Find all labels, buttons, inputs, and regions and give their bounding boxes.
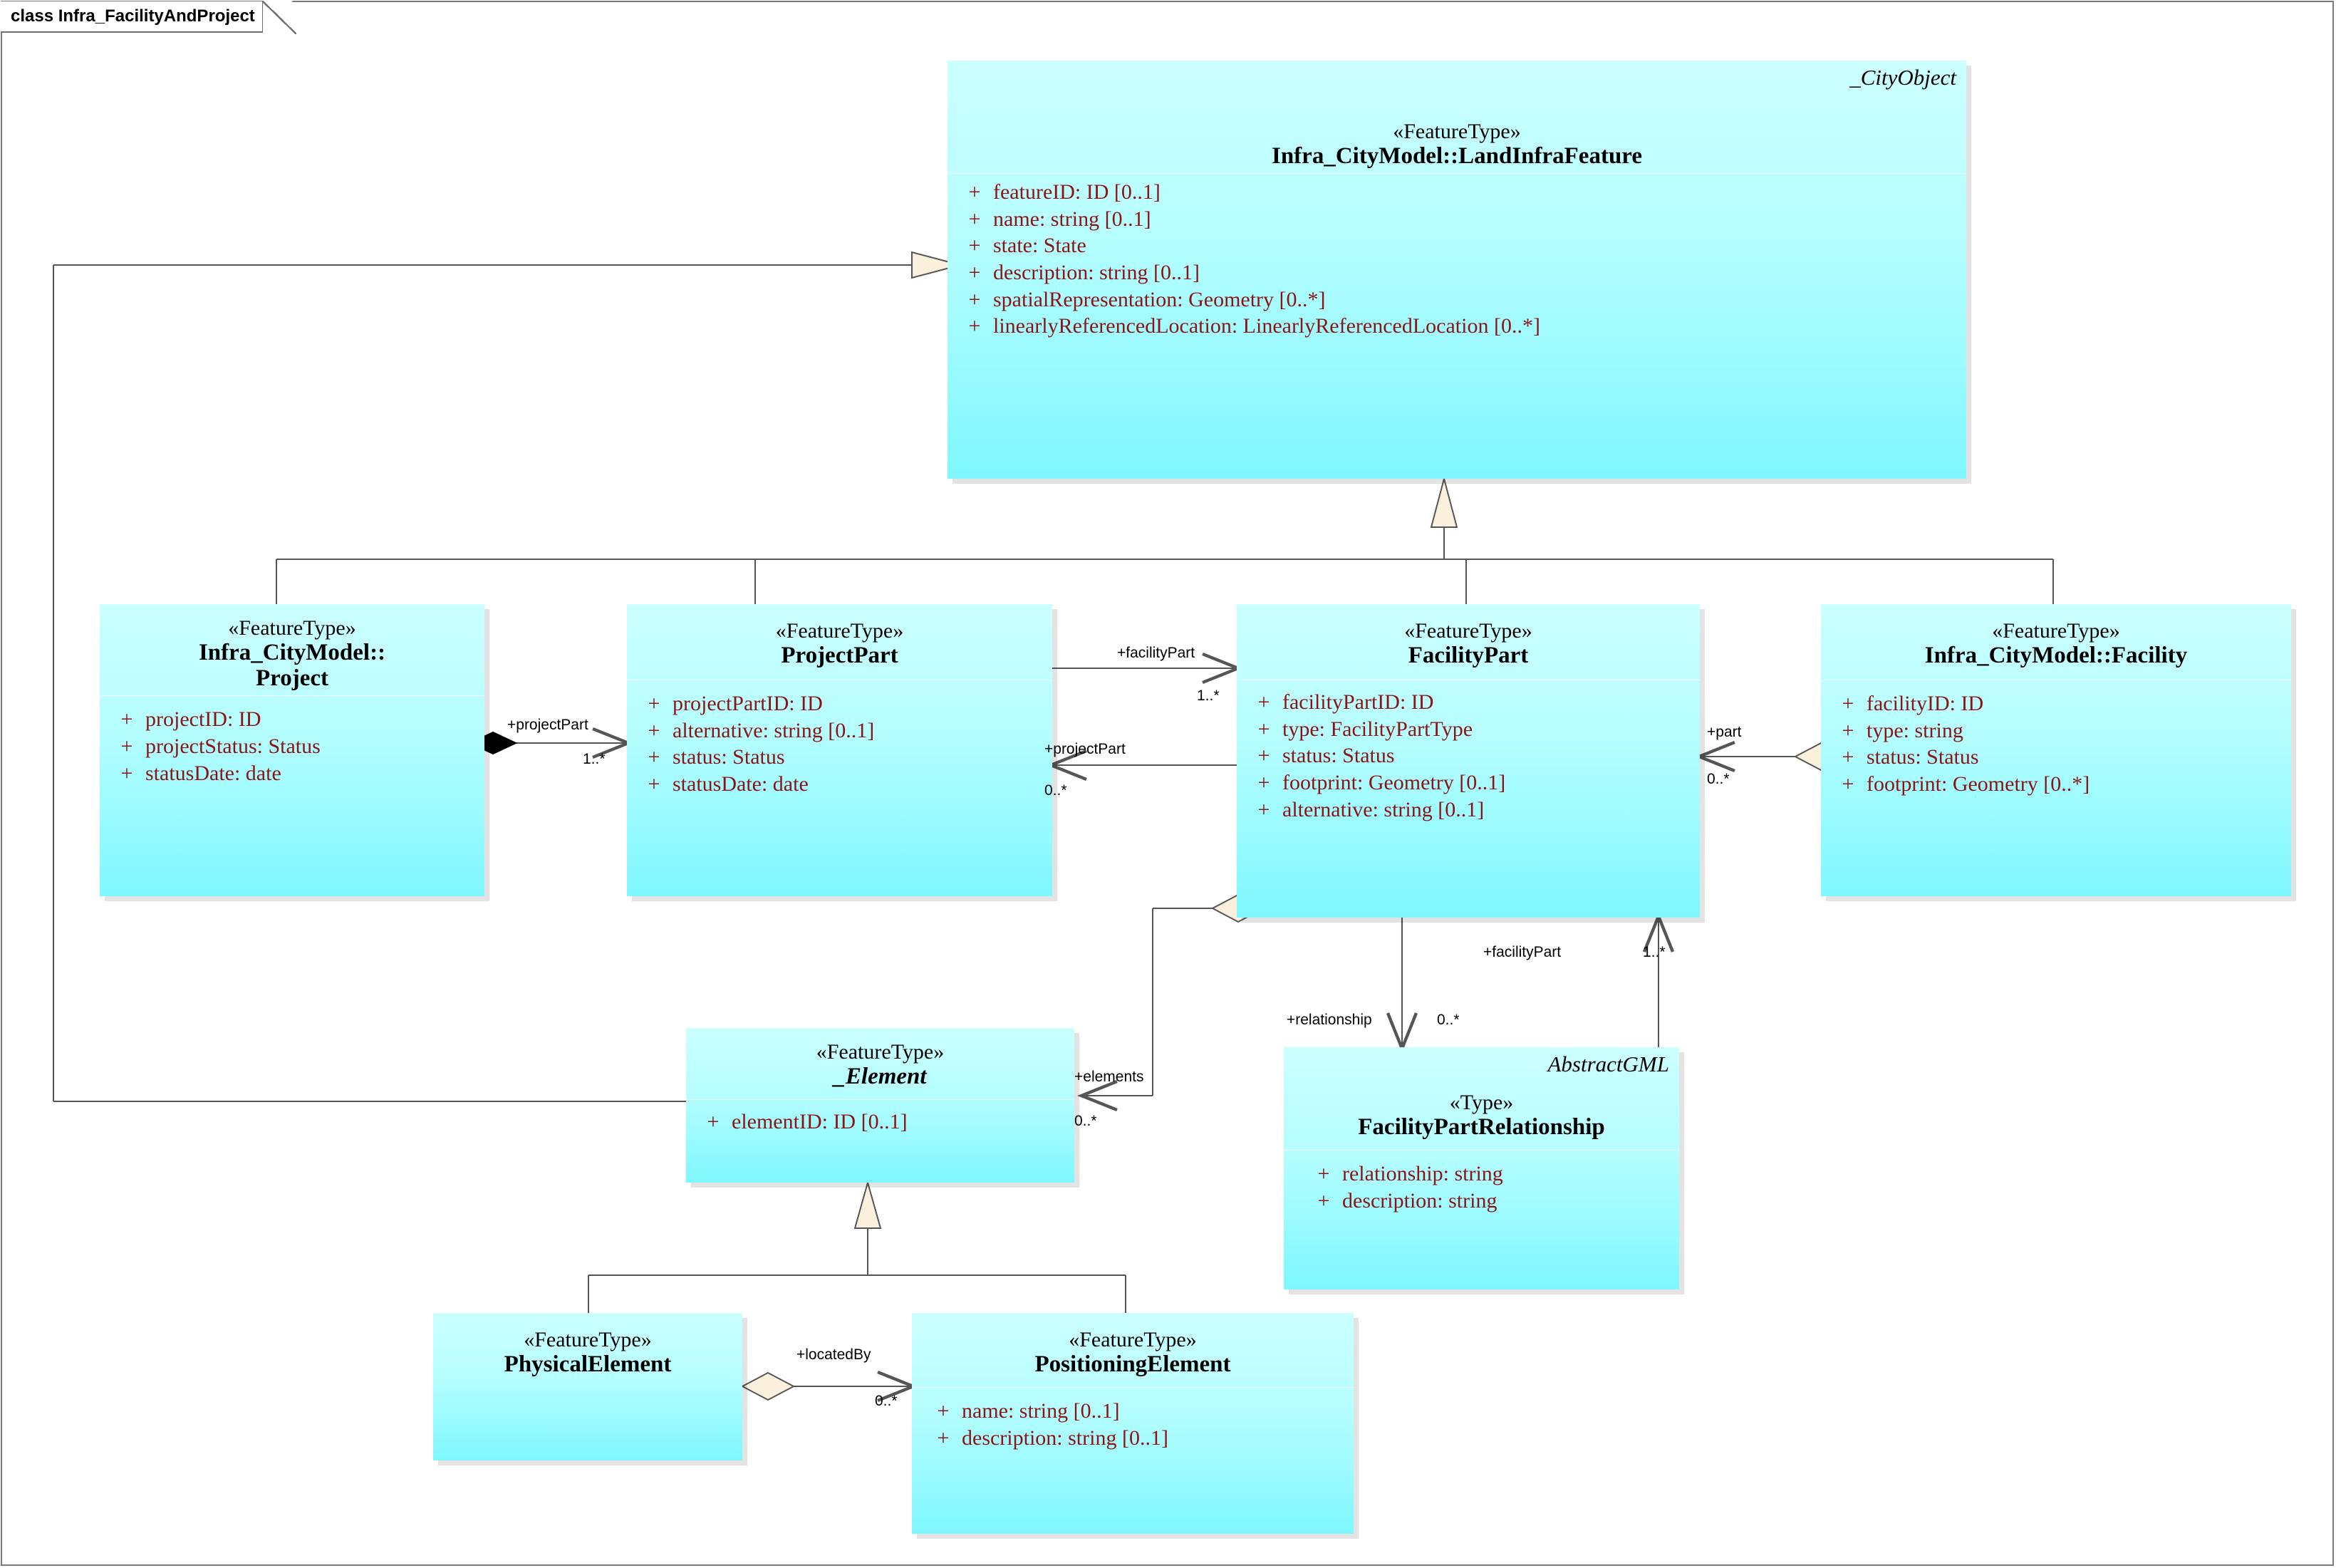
attribute-row: +elementID: ID [0..1] [707,1110,908,1134]
attribute-row: +footprint: Geometry [0..1] [1257,771,1506,795]
attribute-row: +linearlyReferencedLocation: LinearlyRef… [968,314,1540,338]
assoc-label-facility-part-role: +part [1707,724,1742,740]
assoc-label-locatedby-role: +locatedBy [796,1346,871,1363]
facilitypartrelationship-base-label: AbstractGML [1547,1052,1670,1076]
element-stereotype: «FeatureType» [816,1040,945,1064]
assoc-label-relationship-facilitypart-mult: 1..* [1643,944,1666,960]
assoc-label-projectpart-facilitypart-role: +facilityPart [1117,645,1195,661]
attribute-row: +alternative: string [0..1] [648,718,875,742]
attribute-row: +state: State [968,234,1086,258]
class-landinfrafeature[interactable]: _CityObject «FeatureType» Infra_CityMode… [948,61,1966,479]
assoc-label-project-projectpart-role: +projectPart [507,717,588,733]
attribute-row: +spatialRepresentation: Geometry [0..*] [968,287,1326,311]
attribute-row: +footprint: Geometry [0..*] [1842,772,2090,796]
attribute-row: +status: Status [1842,745,1979,769]
assoc-label-elements-role: +elements [1074,1069,1144,1085]
facility-stereotype: «FeatureType» [1992,619,2120,643]
compartment-separator [1284,1150,1679,1151]
class-facilitypart[interactable]: «FeatureType» FacilityPart +facilityPart… [1237,604,1700,918]
assoc-label-project-projectpart-mult: 1..* [583,751,606,767]
attribute-row: +description: string [0..1] [968,261,1200,285]
attribute-row: +alternative: string [0..1] [1257,797,1485,821]
projectpart-stereotype: «FeatureType» [775,619,904,643]
assoc-label-relationship-mult: 0..* [1437,1012,1460,1028]
attribute-row: +name: string [0..1] [968,207,1151,231]
assoc-label-projectpart-facilitypart-mult: 1..* [1197,687,1220,704]
physicalelement-name: PhysicalElement [504,1351,672,1377]
assoc-label-facilitypart-projectpart-role: +projectPart [1044,741,1126,757]
compartment-separator [100,695,484,697]
attribute-row: +facilityPartID: ID [1257,690,1434,715]
attribute-row: +facilityID: ID [1842,692,1984,716]
attribute-row: +statusDate: date [120,761,281,785]
class-element[interactable]: «FeatureType» _Element +elementID: ID [0… [686,1028,1074,1183]
attribute-row: +projectID: ID [120,707,261,732]
compartment-separator [912,1387,1354,1388]
class-facilitypartrelationship[interactable]: AbstractGML «Type» FacilityPartRelations… [1284,1047,1679,1289]
element-name: _Element [834,1063,927,1089]
project-name-line2: Project [256,665,328,692]
assoc-label-relationship-role: +relationship [1287,1012,1372,1028]
facilitypartrelationship-name: FacilityPartRelationship [1358,1113,1605,1140]
attribute-row: +featureID: ID [0..1] [968,180,1161,204]
attribute-row: +statusDate: date [648,772,809,796]
class-positioningelement[interactable]: «FeatureType» PositioningElement +name: … [912,1313,1354,1534]
project-stereotype: «FeatureType» [228,616,356,640]
attribute-row: +type: string [1842,718,1963,742]
attribute-row: +status: Status [648,745,785,769]
facilitypart-stereotype: «FeatureType» [1404,619,1532,643]
landinfrafeature-base-label: _CityObject [1849,65,1956,90]
attribute-row: +name: string [0..1] [937,1399,1120,1423]
projectpart-name: ProjectPart [781,642,898,668]
class-project[interactable]: «FeatureType» Infra_CityModel:: Project … [100,604,484,896]
positioningelement-name: PositioningElement [1034,1351,1231,1377]
attribute-row: +projectStatus: Status [120,734,321,759]
assoc-label-facility-part-mult: 0..* [1707,771,1730,787]
diagram-title-tab: class Infra_FacilityAndProject [1,1,296,34]
physicalelement-stereotype: «FeatureType» [524,1328,652,1351]
attribute-row: +description: string [0..1] [937,1426,1168,1450]
attribute-row: +projectPartID: ID [648,692,823,716]
facilitypartrelationship-stereotype: «Type» [1449,1091,1514,1114]
attribute-row: +status: Status [1257,744,1395,768]
compartment-separator [948,173,1966,175]
facility-name: Infra_CityModel::Facility [1924,642,2188,668]
class-facility[interactable]: «FeatureType» Infra_CityModel::Facility … [1821,604,2291,896]
attribute-row: +relationship: string [1317,1162,1503,1186]
positioningelement-stereotype: «FeatureType» [1069,1328,1197,1351]
facilitypart-name: FacilityPart [1408,642,1529,668]
assoc-label-relationship-facilitypart-role: +facilityPart [1483,944,1562,960]
assoc-label-locatedby-mult: 0..* [875,1393,898,1409]
project-name-line1: Infra_CityModel:: [198,639,386,665]
diagram-title: class Infra_FacilityAndProject [11,6,255,26]
assoc-label-facilitypart-projectpart-mult: 0..* [1044,782,1067,799]
assoc-label-elements-mult: 0..* [1074,1113,1097,1129]
landinfrafeature-name: Infra_CityModel::LandInfraFeature [1271,142,1642,169]
title-tab-slant [261,1,296,34]
class-projectpart[interactable]: «FeatureType» ProjectPart +projectPartID… [627,604,1052,896]
landinfrafeature-stereotype: «FeatureType» [1393,120,1521,143]
compartment-separator [686,1099,1074,1101]
class-physicalelement[interactable]: «FeatureType» PhysicalElement [433,1313,742,1460]
attribute-row: +type: FacilityPartType [1257,717,1473,741]
attribute-row: +description: string [1317,1188,1497,1213]
